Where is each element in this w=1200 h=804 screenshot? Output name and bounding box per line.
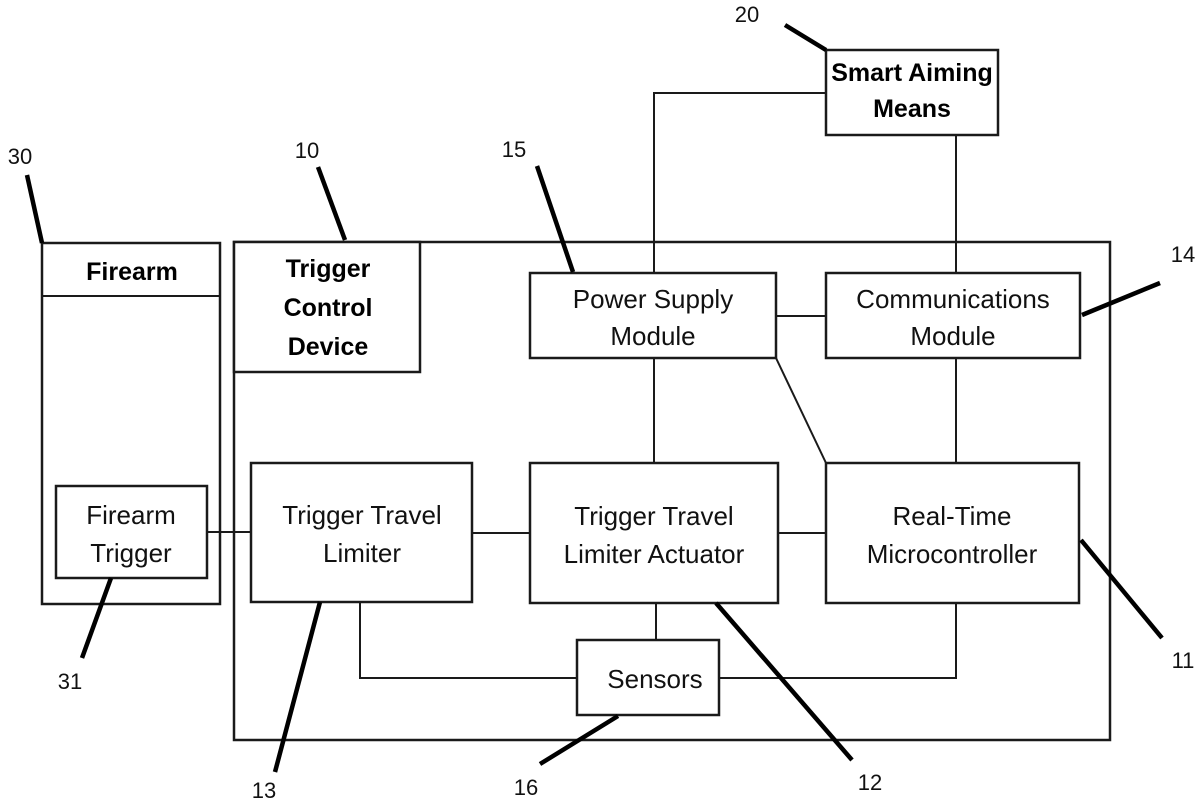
- smart-aiming-means-line1: Smart Aiming: [831, 59, 993, 87]
- smart-aiming-means-block: Smart Aiming Means: [824, 48, 1000, 137]
- real-time-microcontroller-block: Real-Time Microcontroller: [824, 461, 1081, 605]
- trigger-travel-limiter-line1: Trigger Travel: [282, 500, 441, 530]
- trigger-control-device-label-box: [232, 240, 422, 374]
- leader-13: [272, 601, 323, 773]
- trigger-travel-limiter-actuator-block: Trigger Travel Limiter Actuator: [528, 461, 780, 605]
- communications-module-block: Communications Module: [824, 271, 1082, 360]
- leader-14: [1081, 280, 1161, 318]
- ref-20: 20: [735, 2, 759, 27]
- power-supply-module-line2: Module: [610, 321, 695, 351]
- ref-11: 11: [1172, 648, 1195, 673]
- ref-14: 14: [1171, 242, 1195, 267]
- power-supply-module-block: Power Supply Module: [528, 271, 778, 360]
- trigger-control-device-label-line3: Device: [288, 333, 369, 361]
- sensors-box: [575, 638, 721, 717]
- leader-10: [315, 166, 348, 241]
- leader-31: [79, 577, 114, 659]
- firearm-trigger-block: Firearm Trigger: [54, 484, 209, 580]
- communications-module-box: [824, 271, 1082, 360]
- firearm-trigger-line2: Trigger: [90, 538, 172, 568]
- connections: [207, 92, 957, 679]
- leader-15: [534, 165, 576, 273]
- power-supply-module-box: [528, 271, 778, 360]
- leader-16: [538, 714, 620, 766]
- wire-power-supply-to-microcontroller: [775, 357, 827, 464]
- real-time-microcontroller-box: [824, 461, 1081, 605]
- reference-numerals: 30 10 20 15 14 11 12 13 31 16: [8, 2, 1195, 803]
- leader-20: [783, 23, 828, 52]
- trigger-travel-limiter-box: [249, 461, 474, 604]
- ref-10: 10: [295, 138, 319, 163]
- ref-16: 16: [514, 775, 538, 800]
- communications-module-line1: Communications: [856, 284, 1050, 314]
- firearm-title: Firearm: [86, 258, 178, 286]
- trigger-travel-limiter-line2: Limiter: [323, 538, 401, 568]
- firearm-trigger-box: [54, 484, 209, 580]
- ref-12: 12: [858, 770, 882, 795]
- wire-limiter-to-sensors: [359, 602, 577, 679]
- trigger-travel-limiter-block: Trigger Travel Limiter: [249, 461, 474, 604]
- ref-30: 30: [8, 144, 32, 169]
- sensors-block: Sensors: [575, 638, 721, 717]
- leader-11: [1079, 538, 1164, 640]
- trigger-control-device-label-line2: Control: [284, 294, 373, 322]
- ref-15: 15: [502, 137, 526, 162]
- trigger-travel-limiter-actuator-line2: Limiter Actuator: [564, 539, 745, 569]
- smart-aiming-means-line2: Means: [873, 95, 951, 123]
- sensors-line1: Sensors: [607, 664, 702, 694]
- leader-12: [714, 601, 854, 762]
- power-supply-module-line1: Power Supply: [573, 284, 733, 314]
- smart-aiming-means-box: [824, 48, 1000, 137]
- trigger-control-device-label-line1: Trigger: [286, 255, 371, 283]
- leader-30: [24, 174, 45, 244]
- wire-smart-aiming-to-power-supply: [653, 92, 826, 273]
- real-time-microcontroller-line2: Microcontroller: [867, 539, 1038, 569]
- firearm-trigger-line1: Firearm: [86, 500, 176, 530]
- wire-microcontroller-to-sensors: [719, 603, 957, 679]
- trigger-travel-limiter-actuator-line1: Trigger Travel: [574, 501, 733, 531]
- real-time-microcontroller-line1: Real-Time: [893, 501, 1012, 531]
- ref-31: 31: [58, 669, 82, 694]
- trigger-travel-limiter-actuator-box: [528, 461, 780, 605]
- communications-module-line2: Module: [910, 321, 995, 351]
- ref-13: 13: [252, 778, 276, 803]
- reference-leaders: [24, 23, 1164, 773]
